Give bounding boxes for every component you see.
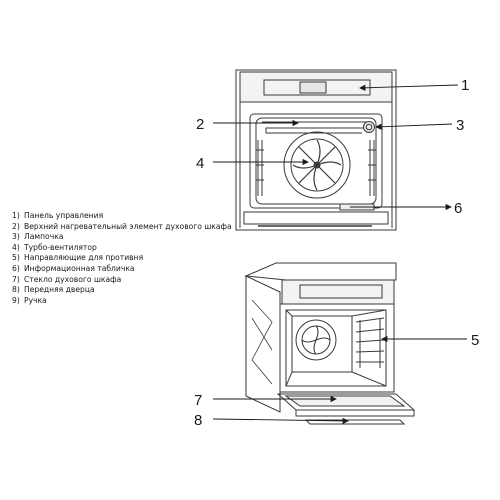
legend-item-5: 5)Направляющие для противня <box>12 253 144 263</box>
open-control-panel-display <box>299 284 383 299</box>
oven-front-frame <box>279 303 395 393</box>
oven-closed-illustration <box>235 69 397 231</box>
callout-number-4: 4 <box>196 155 204 172</box>
door-bottom-edge <box>243 211 389 225</box>
door-glass <box>284 395 406 407</box>
oven-open-illustration <box>244 262 416 425</box>
callout-number-2: 2 <box>196 116 204 133</box>
callout-line-3 <box>375 123 453 130</box>
rack-guides-right <box>368 140 376 196</box>
callout-lines <box>212 84 467 425</box>
legend-item-1: 1)Панель управления <box>12 211 104 220</box>
open-control-panel <box>281 279 395 305</box>
callout-number-8: 8 <box>194 412 202 429</box>
callout-number-1: 1 <box>461 77 469 94</box>
open-oven-cavity <box>285 309 387 387</box>
legend-item-8: 8)Передняя дверца <box>12 285 95 295</box>
oven-cavity <box>249 113 383 209</box>
control-panel <box>239 71 393 103</box>
legend-item-9: 9)Ручка <box>12 295 47 305</box>
oven-back-wall <box>255 117 377 205</box>
legend-item-6: 6)Информационная табличка <box>12 263 135 273</box>
oven-top-face <box>244 262 397 281</box>
callout-number-5: 5 <box>471 332 479 349</box>
callout-line-8 <box>212 417 349 425</box>
legend-item-7: 7)Стекло духового шкафа <box>12 274 122 284</box>
callout-number-7: 7 <box>194 392 202 409</box>
legend-item-2: 2)Верхний нагревательный элемент духовог… <box>12 221 232 231</box>
callout-line-1 <box>359 84 459 91</box>
open-door-handle <box>304 419 406 425</box>
legend-item-4: 4)Турбо-вентилятор <box>12 242 97 252</box>
callout-number-6: 6 <box>454 200 462 217</box>
turbo-fan-cover <box>283 131 351 199</box>
rack-guides-left <box>256 140 264 196</box>
top-heating-element <box>262 121 367 134</box>
parts-legend: 1)Панель управления 2)Верхний нагревател… <box>12 211 232 306</box>
control-panel-screen <box>299 81 327 94</box>
open-rack-guides <box>355 317 385 368</box>
legend-item-3: 3)Лампочка <box>12 232 64 242</box>
oven-lamp <box>363 121 375 133</box>
oven-frame <box>235 69 397 231</box>
open-turbo-fan <box>295 319 337 361</box>
callout-number-3: 3 <box>456 117 464 134</box>
oven-side-panel <box>245 275 281 413</box>
